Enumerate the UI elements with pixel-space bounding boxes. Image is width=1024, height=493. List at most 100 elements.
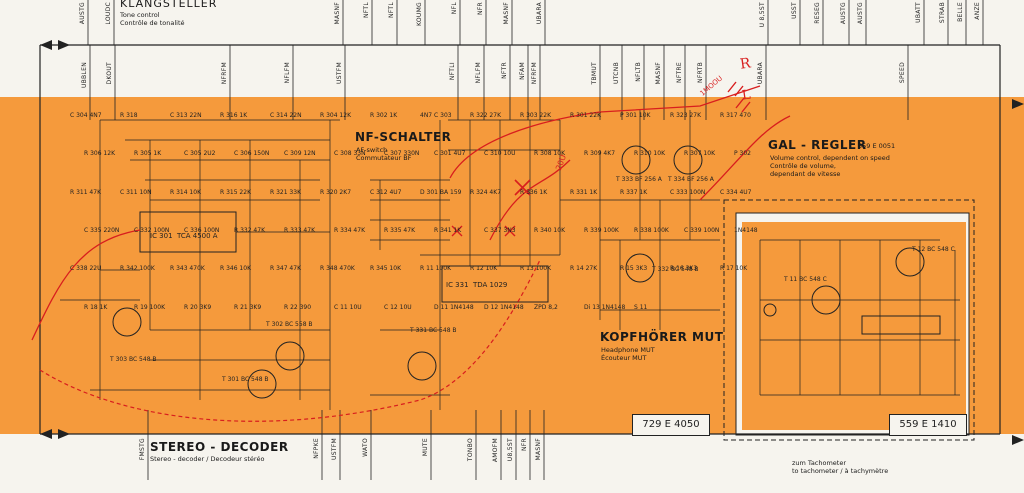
signal-label: TBMUT (591, 62, 598, 85)
top-bus-label: KOUMG (416, 2, 423, 27)
component-label: R 342 100K (120, 265, 155, 273)
signal-label: SPEED (899, 62, 906, 84)
annotation-l: L (740, 87, 752, 104)
component-label: R 21 3K9 (234, 303, 262, 311)
stereo-decoder-title: STEREO - DECODER (150, 440, 289, 454)
component-label: C 11 10U (334, 303, 362, 311)
component-label: R 343 470K (170, 265, 205, 273)
annotation-r: R (738, 55, 752, 73)
transistor-symbol (247, 369, 277, 399)
top-bus-label: AUSTG (840, 2, 847, 25)
top-bus-label: NFL (451, 2, 458, 15)
t12-label: T 12 BC 548 C (912, 246, 955, 253)
component-label: C 307 330N (384, 150, 420, 158)
component-label: C 311 10N (120, 188, 152, 196)
top-bus-label: MASNF (334, 2, 341, 25)
component-label: R 12 10K (470, 265, 498, 273)
signal-label: NFRTB (697, 62, 704, 83)
top-bus-label: UBARA (536, 2, 543, 25)
t11-label: T 11 BC 548 C (784, 276, 827, 283)
annotation-wire-r (449, 85, 761, 179)
component-label: R 336 1K (520, 188, 548, 196)
signal-label: UTCNB (613, 62, 620, 84)
component-label: C 339 100N (684, 227, 720, 234)
component-label: R 335 47K (384, 227, 416, 234)
component-label: R 311 47K (70, 188, 102, 196)
signal-label: NFLTB (635, 62, 642, 82)
component-label: R 316 1K (220, 112, 248, 119)
tone-control-subtitle: Tone control Contrôle de tonalité (120, 11, 185, 27)
top-bus-label: USST (791, 2, 798, 19)
component-label: R 18 1K (84, 303, 108, 311)
component-label: R 305 1K (134, 150, 162, 158)
signal-label: NFTR (501, 62, 508, 79)
top-bus-label: AUSTG (857, 2, 864, 25)
component-label: R 22 390 (284, 303, 312, 311)
top-bus-arrow-left (40, 40, 52, 50)
component-label: R 322 27K (470, 112, 502, 119)
annotation-cross-1 (514, 179, 531, 196)
headphone-mute-subtitle: Headphone MUT Écouteur MUT (601, 346, 655, 362)
bottom-bus-arrow-inner (58, 429, 70, 439)
component-label: R 334 47K (334, 227, 366, 234)
component-label: R 301 22K (570, 112, 602, 119)
bottom-bus-label: USTFM (331, 438, 338, 460)
component-label: R 13 100K (520, 265, 552, 273)
bottom-bus-label: FMSTG (139, 438, 146, 461)
component-label: R 303 22K (520, 112, 552, 119)
component-label: C 305 2U2 (184, 150, 216, 158)
component-label: R 337 1K (620, 188, 648, 196)
top-bus-label: ANZE (974, 2, 981, 20)
component-label: C 332 100N (134, 227, 170, 234)
headphone-mute-title: KOPFHÖRER MUT (600, 330, 724, 344)
transistor-symbol (811, 285, 841, 315)
top-bus-label: U 8,5ST (759, 2, 766, 28)
component-label: R 310 10K (634, 150, 666, 158)
component-label: S 11 (634, 303, 648, 311)
component-label: R 315 22K (220, 188, 252, 196)
annotation-left (31, 229, 141, 341)
component-label: R 307 10K (684, 150, 716, 158)
top-bus-label: UBATT (915, 2, 922, 23)
gal-regler-code: 559 E 0051 (858, 142, 896, 150)
component-label: C 306 150N (234, 150, 270, 158)
component-label: 1N4148 (734, 227, 758, 234)
component-label: R 320 2K7 (320, 188, 352, 196)
top-bus-label: NFTL (388, 2, 395, 19)
component-label: R 308 10K (534, 150, 566, 158)
t303-label: T 303 BC 548 B (110, 356, 157, 363)
component-label: P 302 (734, 150, 751, 158)
top-bus-label: NFR (477, 2, 484, 16)
component-label: C 310 10U (484, 150, 516, 158)
component-label: C 314 22N (270, 112, 302, 119)
gal-regler-subtitle: Volume control, dependent on speed Contr… (770, 154, 890, 178)
bottom-bus-label: MASNF (535, 438, 542, 461)
annotation-cap-r (727, 81, 744, 97)
signal-label: DKOUT (106, 62, 113, 85)
top-bus-label: BELLE (957, 2, 964, 22)
component-label: R 318 (120, 112, 138, 119)
main-board-id: 729 E 4050 (632, 414, 710, 436)
component-label: C 336 100N (184, 227, 220, 234)
signal-label: UBBLEN (81, 62, 88, 89)
right-arrow-top (1012, 99, 1024, 109)
nf-switch-title: NF-SCHALTER (355, 130, 452, 144)
tone-control-title: KLANGSTELLER (120, 0, 218, 10)
component-label: R 11 100K (420, 265, 452, 273)
bottom-bus-label: NFPKE (313, 438, 320, 459)
component-label: R 333 47K (284, 227, 316, 234)
transistor-symbol (407, 351, 437, 381)
component-label: R 331 1K (570, 188, 598, 196)
component-label: C 313 22N (170, 112, 202, 119)
component-label: C 333 100N (670, 188, 706, 196)
component-label: 4N7 C 303 (420, 112, 452, 119)
component-label: R 17 10K (720, 265, 748, 273)
annotation-link (489, 159, 571, 241)
t332-label: T 332 BC 548 B (652, 266, 699, 273)
bottom-bus-label: MUTE (422, 438, 429, 457)
tachometer-note: zum Tachometer to tachometer / à tachymè… (792, 459, 889, 475)
component-label: R 332 47K (234, 227, 266, 234)
component-label: C 338 22U (70, 265, 102, 273)
top-bus-label: STRAB (939, 2, 946, 24)
component-label: C 308 33N (334, 150, 366, 158)
